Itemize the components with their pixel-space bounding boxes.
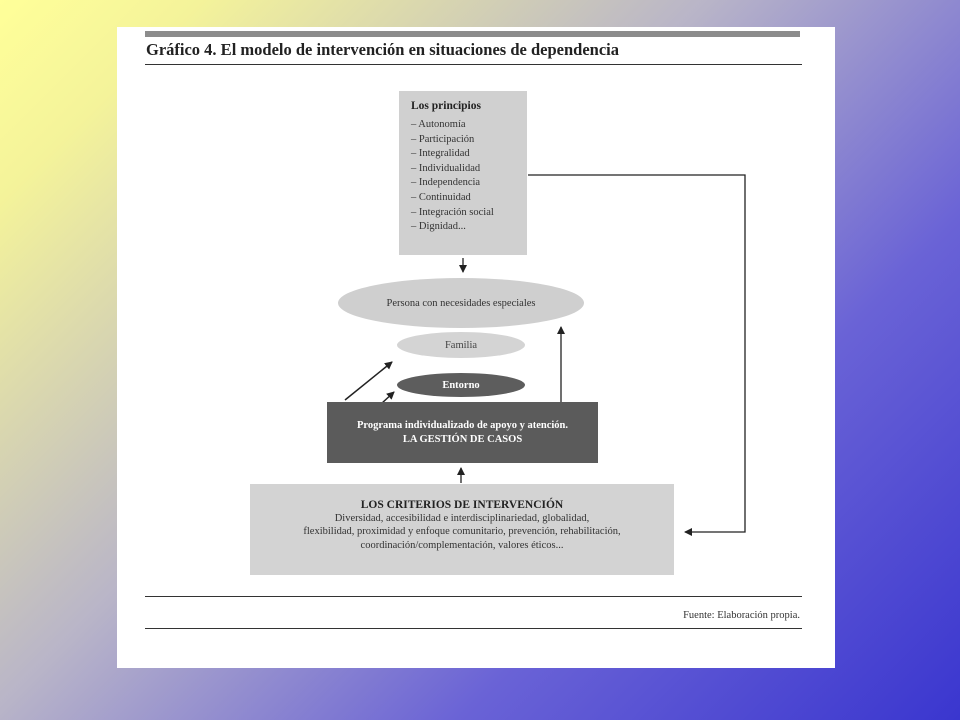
arrow-principles-to-criteria (528, 174, 746, 536)
title-rule (145, 64, 802, 65)
title-top-bar (145, 31, 800, 37)
criteria-title: LOS CRITERIOS DE INTERVENCIÓN (360, 499, 564, 511)
criteria-line: coordinación/complementación, valores ét… (360, 539, 564, 551)
principle-item: – Continuidad (411, 191, 471, 203)
principle-item: – Integración social (411, 206, 494, 218)
program-line-2: LA GESTIÓN DE CASOS (402, 433, 523, 445)
principles-box: Los principios – Autonomía – Participaci… (399, 91, 527, 255)
arrow-program-to-familia (344, 361, 393, 401)
entorno-label: Entorno (442, 379, 480, 391)
program-box: Programa individualizado de apoyo y aten… (327, 402, 598, 463)
principle-item: – Independencia (411, 177, 481, 189)
principle-item: – Integralidad (411, 148, 470, 160)
program-line-1: Programa individualizado de apoyo y aten… (357, 419, 568, 431)
criteria-box: LOS CRITERIOS DE INTERVENCIÓN Diversidad… (250, 484, 674, 575)
source-bottom-rule (145, 628, 802, 629)
persona-ellipse: Persona con necesidades especiales (338, 278, 584, 328)
persona-label: Persona con necesidades especiales (386, 297, 536, 309)
criteria-line: flexibilidad, proximidad y enfoque comun… (303, 526, 621, 538)
principle-item: – Participación (411, 133, 475, 145)
source-note: Fuente: Elaboración propia. (683, 610, 800, 621)
principles-title: Los principios (411, 100, 481, 112)
diagram-title: Gráfico 4. El modelo de intervención en … (146, 40, 619, 59)
criteria-line: Diversidad, accesibilidad e interdiscipl… (334, 513, 590, 524)
familia-label: Familia (444, 339, 478, 351)
source-top-rule (145, 596, 802, 597)
entorno-ellipse: Entorno (397, 373, 525, 397)
principle-item: – Individualidad (411, 162, 481, 174)
principle-item: – Dignidad... (411, 221, 466, 233)
principle-item: – Autonomía (411, 119, 466, 130)
diagram-sheet: Gráfico 4. El modelo de intervención en … (117, 27, 835, 668)
familia-ellipse: Familia (397, 332, 525, 358)
